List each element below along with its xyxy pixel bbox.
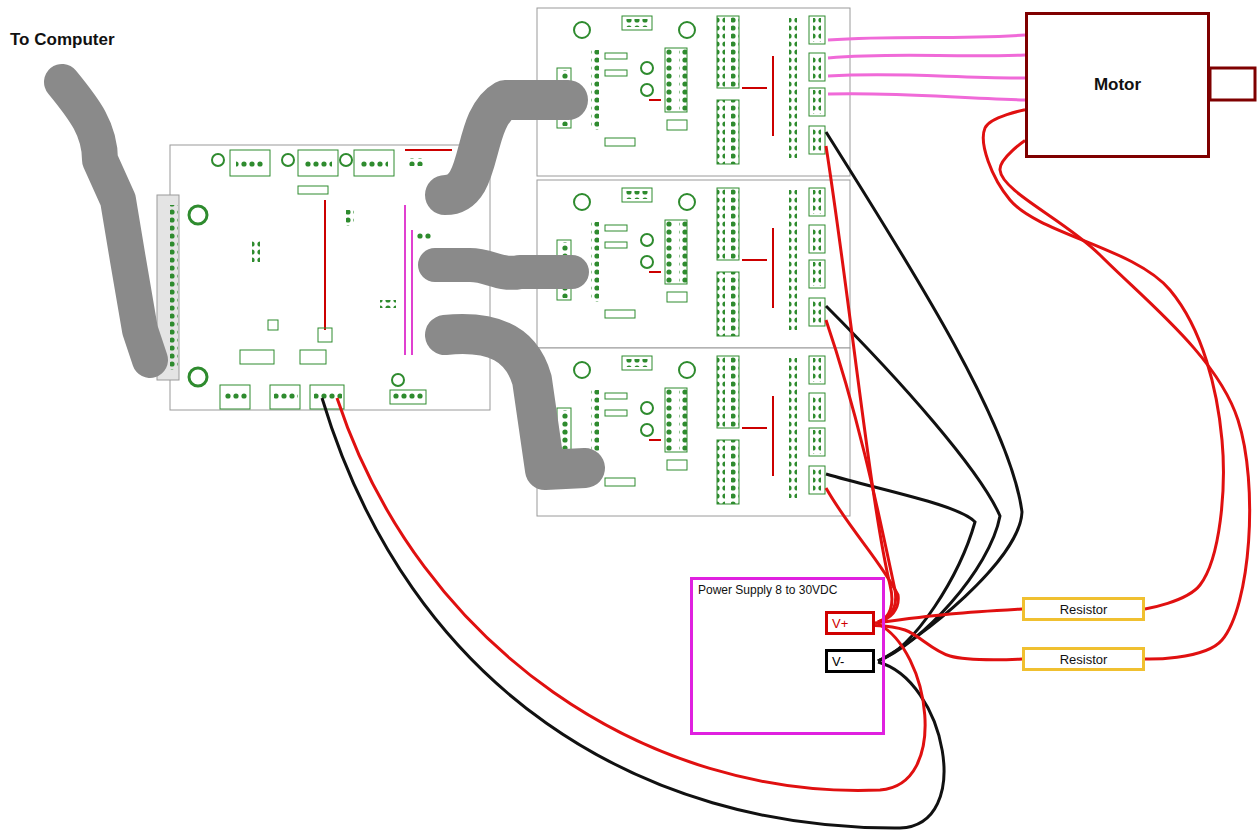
power-wire bbox=[337, 146, 925, 790]
resistor-box: Resistor bbox=[1022, 647, 1145, 671]
terminal-box: V- bbox=[825, 649, 875, 673]
ribbon-cable bbox=[62, 82, 585, 470]
power-supply-box: Power Supply 8 to 30VDC V+ V- bbox=[690, 577, 885, 735]
box-text: Resistor bbox=[1060, 602, 1108, 617]
driver-board bbox=[537, 348, 850, 516]
resistor-box: Resistor bbox=[1022, 597, 1145, 621]
cable-label: To Computer bbox=[10, 30, 115, 50]
box-text: Power Supply 8 to 30VDC bbox=[698, 583, 877, 597]
wire-connector bbox=[875, 609, 1022, 623]
terminal-box: V+ bbox=[825, 611, 875, 635]
box-text: V+ bbox=[832, 616, 848, 631]
wire-connector bbox=[875, 625, 1022, 659]
motor-box: Motor bbox=[1025, 12, 1210, 158]
motor-shaft bbox=[1210, 68, 1255, 100]
box-text: V- bbox=[832, 654, 844, 669]
ground-wire bbox=[322, 132, 1022, 828]
box-text: Resistor bbox=[1060, 652, 1108, 667]
box-text: Motor bbox=[1094, 75, 1141, 95]
wire-connector bbox=[983, 110, 1223, 609]
wire-connector bbox=[1000, 140, 1250, 659]
motor-coil-wire bbox=[828, 35, 1025, 100]
